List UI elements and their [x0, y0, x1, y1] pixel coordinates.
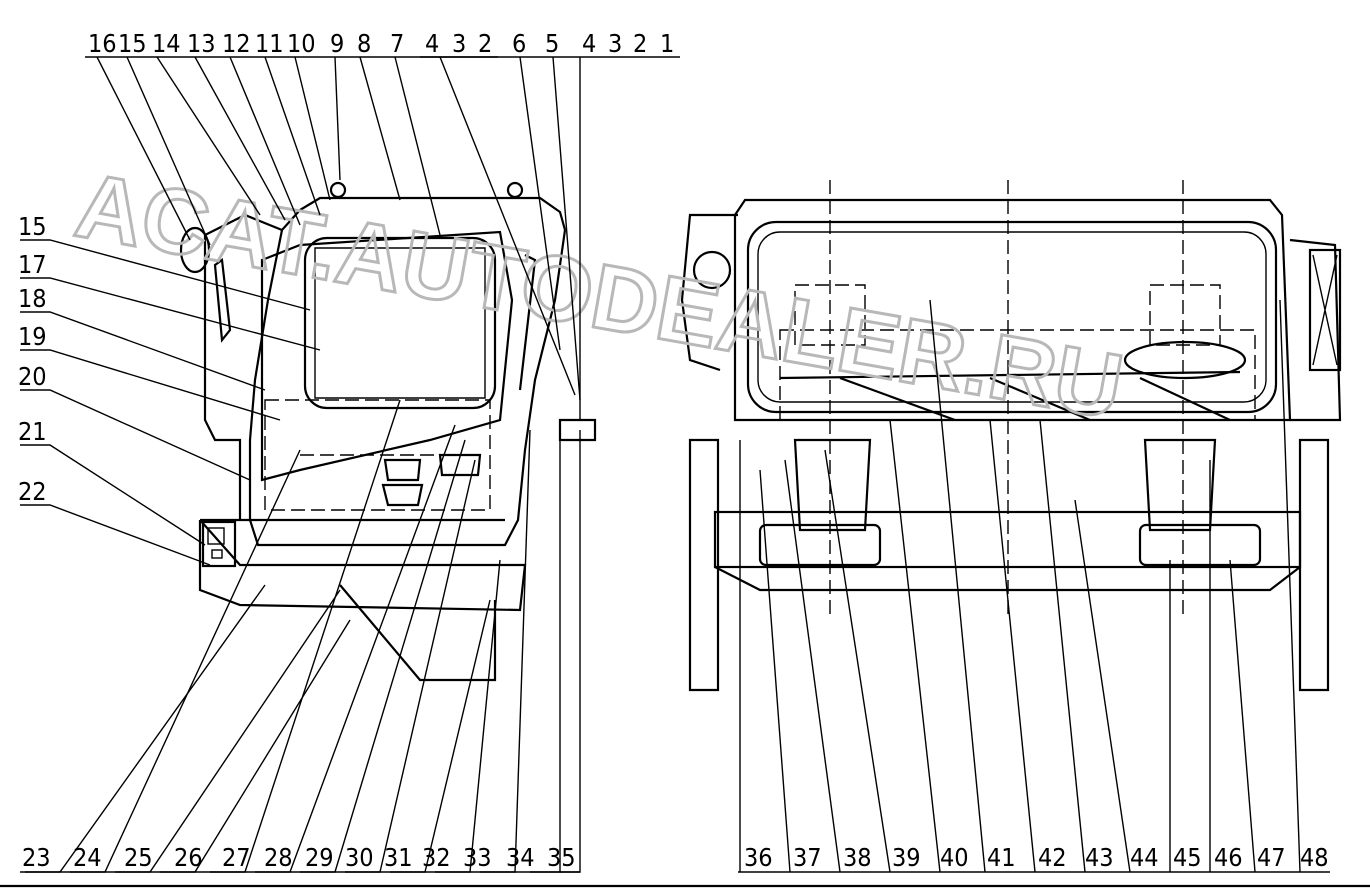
callout-br-47: 47: [1257, 843, 1286, 872]
callout-top-3a: 3: [452, 29, 466, 58]
callout-top-12: 12: [222, 29, 251, 58]
callout-bl-35: 35: [547, 843, 576, 872]
callout-br-43: 43: [1085, 843, 1114, 872]
callout-br-46: 46: [1214, 843, 1243, 872]
callout-br-37: 37: [793, 843, 822, 872]
callout-top-13: 13: [187, 29, 216, 58]
callout-br-36: 36: [744, 843, 773, 872]
callout-top-2b: 2: [633, 29, 647, 58]
bottom-left-callouts: 23 24 25 26 27 28 29 30 31 32 33 34 35: [22, 843, 576, 872]
callout-br-39: 39: [892, 843, 921, 872]
watermark-text: ACAT.AUTODEALER.RU: [69, 154, 1130, 438]
callout-top-11: 11: [255, 29, 284, 58]
callout-bl-27: 27: [222, 843, 251, 872]
left-side-callouts: 15 17 18 19 20 21 22: [18, 212, 47, 506]
top-callouts: 16 15 14 13 12 11 10 9 8 7 4 3 2 6 5 4 3…: [88, 29, 674, 58]
callout-top-7: 7: [390, 29, 404, 58]
callout-top-8: 8: [357, 29, 371, 58]
callout-bl-30: 30: [345, 843, 374, 872]
bottom-right-callouts: 36 37 38 39 40 41 42 43 44 45 46 47 48: [744, 843, 1329, 872]
callout-bl-33: 33: [463, 843, 492, 872]
callout-bl-29: 29: [305, 843, 334, 872]
callout-bl-24: 24: [73, 843, 102, 872]
callout-bl-25: 25: [124, 843, 153, 872]
callout-top-2a: 2: [478, 29, 492, 58]
callout-side-18: 18: [18, 284, 47, 313]
callout-side-20: 20: [18, 362, 47, 391]
callout-bl-32: 32: [422, 843, 451, 872]
callout-br-45: 45: [1173, 843, 1202, 872]
callout-bl-31: 31: [384, 843, 413, 872]
callout-top-4b: 4: [582, 29, 596, 58]
callout-br-44: 44: [1130, 843, 1159, 872]
callout-top-15: 15: [118, 29, 147, 58]
callout-top-6: 6: [512, 29, 526, 58]
callout-br-38: 38: [843, 843, 872, 872]
callout-bl-26: 26: [174, 843, 203, 872]
callout-side-22: 22: [18, 477, 47, 506]
callout-br-48: 48: [1300, 843, 1329, 872]
callout-top-9: 9: [330, 29, 344, 58]
callout-bl-34: 34: [506, 843, 535, 872]
callout-bl-28: 28: [264, 843, 293, 872]
callout-top-14: 14: [152, 29, 181, 58]
callout-br-40: 40: [940, 843, 969, 872]
callout-top-1: 1: [660, 29, 674, 58]
callout-top-16: 16: [88, 29, 117, 58]
callout-side-17: 17: [18, 250, 47, 279]
callout-top-3b: 3: [608, 29, 622, 58]
callout-side-15: 15: [18, 212, 47, 241]
callout-br-41: 41: [987, 843, 1016, 872]
callout-top-4a: 4: [425, 29, 439, 58]
callout-side-21: 21: [18, 417, 47, 446]
cab-front-view: [680, 180, 1342, 692]
callout-side-19: 19: [18, 322, 47, 351]
callout-bl-23: 23: [22, 843, 51, 872]
callout-br-42: 42: [1038, 843, 1067, 872]
cab-side-view: [179, 181, 597, 682]
callout-top-5: 5: [545, 29, 559, 58]
callout-top-10: 10: [287, 29, 316, 58]
